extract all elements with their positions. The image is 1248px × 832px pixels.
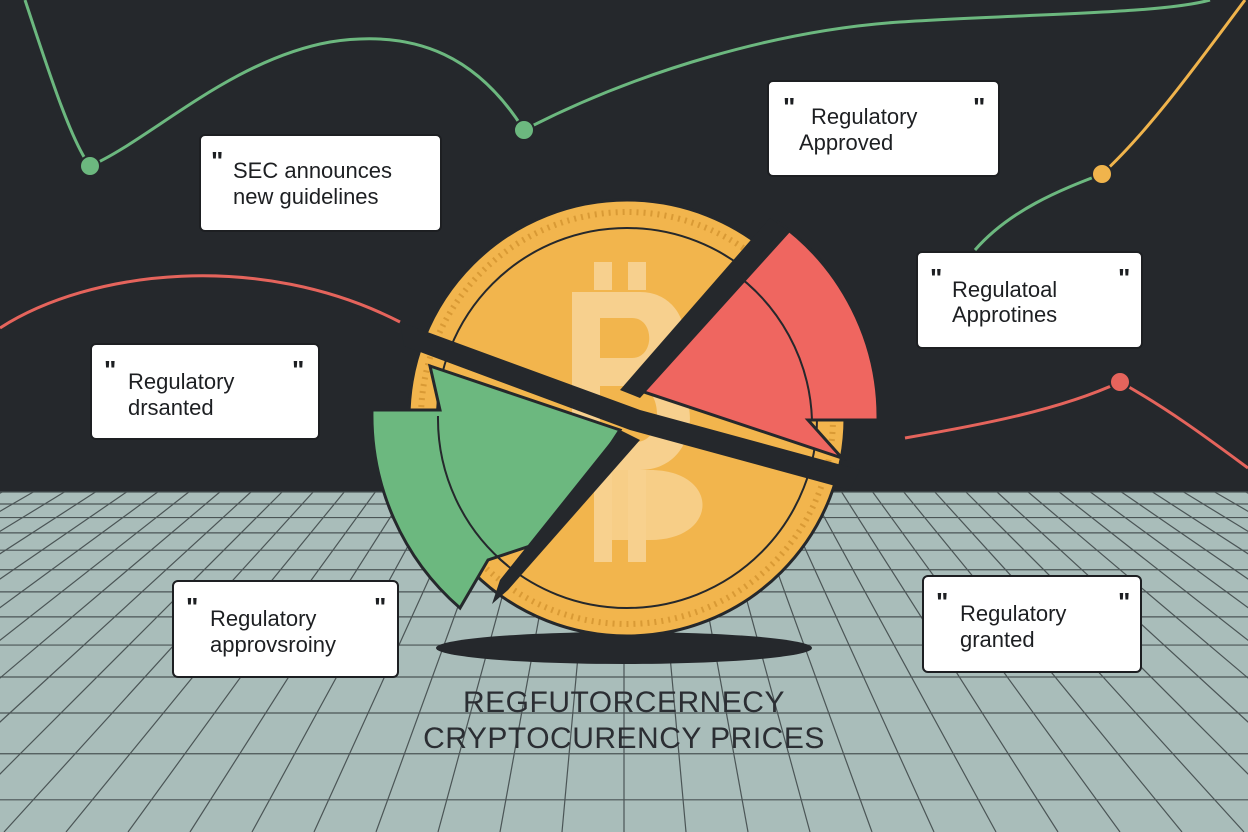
- coin-shadow: [436, 632, 812, 664]
- bubble-line-2: granted: [960, 627, 1035, 652]
- trend-dot-red: [1109, 371, 1131, 393]
- bubble-line-1: SEC announces: [233, 158, 392, 183]
- coin-crack-upper: [620, 218, 790, 398]
- floor-grid-column: [1058, 491, 1248, 642]
- floor-grid-column: [778, 491, 935, 832]
- slice-red: [629, 219, 880, 462]
- bubble-line-2: Approtines: [952, 302, 1058, 327]
- trend-line-green-right: [973, 172, 1103, 251]
- bubble-line-1: Regulatory: [128, 369, 235, 394]
- floor-grid-column: [1027, 491, 1248, 679]
- speech-bubble-sec: " SEC announces new guidelines: [199, 134, 442, 232]
- speech-bubble-approved: " Regulatory Approved ": [767, 80, 1000, 177]
- trend-dot-green-1: [79, 155, 101, 177]
- bubble-line-2: approvsroiny: [210, 632, 336, 657]
- slice-red-inner-arc: [729, 269, 813, 421]
- bubble-open-quote: ": [783, 92, 796, 122]
- bubble-open-quote: ": [936, 587, 949, 617]
- floor-grid-column: [0, 491, 283, 775]
- floor-grid-column: [996, 491, 1248, 723]
- bubble-close-quote: ": [1118, 587, 1131, 617]
- floor-grid-column: [1090, 491, 1248, 609]
- bubble-line-1: Regulatoal: [952, 277, 1058, 302]
- speech-bubble-approvsroiny: " Regulatory approvsroiny ": [172, 580, 399, 678]
- bubble-open-quote: ": [104, 355, 117, 385]
- bubble-close-quote: ": [973, 92, 986, 122]
- bubble-open-quote: ": [186, 592, 199, 622]
- floor-grid-column: [0, 491, 127, 580]
- floor-grid-column: [0, 491, 158, 609]
- caption-line-2: CRYPTOCURENCY PRICES: [423, 722, 825, 755]
- speech-bubble-drsanted: " Regulatory drsanted ": [90, 343, 320, 440]
- floor-grid-column: [0, 491, 252, 723]
- bubble-line-2: new guidelines: [233, 184, 379, 209]
- bubble-close-quote: ": [374, 592, 387, 622]
- trend-line-orange: [1100, 0, 1247, 176]
- slice-green: [370, 363, 623, 611]
- floor-grid-column: [1121, 491, 1248, 580]
- caption-line-1: REGFUTORCERNECY: [463, 686, 785, 719]
- slice-green-inner-arc: [436, 415, 509, 567]
- trend-line-red-left: [0, 274, 401, 330]
- floor-grid-column: [0, 491, 96, 555]
- bubble-line-2: drsanted: [128, 395, 214, 420]
- coin-crack-lower: [492, 430, 640, 604]
- bubble-line-1: Regulatory: [811, 104, 918, 129]
- coin-crack-diagonal: [400, 322, 860, 490]
- speech-bubble-granted: " Regulatory granted ": [922, 575, 1142, 673]
- floor-grid-column: [0, 491, 221, 679]
- floor-grid-column: [810, 491, 997, 832]
- floor-grid-column: [3, 491, 314, 832]
- bubble-open-quote: ": [930, 263, 943, 293]
- trend-dot-orange: [1091, 163, 1113, 185]
- bubble-close-quote: ": [1118, 263, 1131, 293]
- floor-grid-column: [1152, 491, 1248, 555]
- bubble-line-1: Regulatory: [210, 606, 317, 631]
- bubble-line-2: Approved: [799, 130, 894, 155]
- bubble-open-quote: ": [211, 146, 224, 176]
- floor-grid-column: [0, 491, 190, 642]
- speech-bubble-approtines: " Regulatoal Approtines ": [916, 251, 1143, 349]
- bubble-close-quote: ": [292, 355, 305, 385]
- trend-dot-green-2: [513, 119, 535, 141]
- bubble-line-1: Regulatory: [960, 601, 1067, 626]
